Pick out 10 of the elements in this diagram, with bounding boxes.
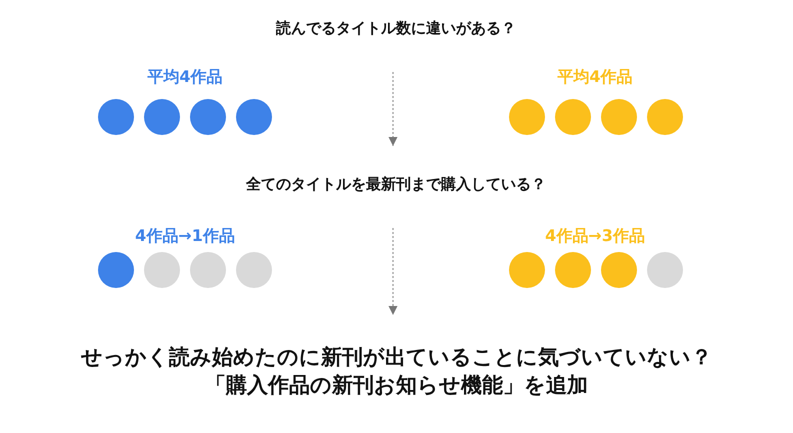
question-text: 読んでるタイトル数に違いがある？ bbox=[276, 18, 516, 38]
question-text: せっかく読み始めたのに新刊が出ていることに気づいていない？ bbox=[81, 344, 712, 371]
count-label: 平均4作品 bbox=[146, 67, 224, 88]
count-label: 4作品→1作品 bbox=[134, 226, 236, 247]
count-label: 平均4作品 bbox=[556, 67, 634, 88]
question-text: 全てのタイトルを最新刊まで購入している？ bbox=[246, 174, 546, 194]
arrow bbox=[388, 72, 398, 146]
arrow bbox=[388, 228, 398, 316]
count-label: 4作品→3作品 bbox=[544, 226, 646, 247]
question-text: 「購入作品の新刊お知らせ機能」を追加 bbox=[205, 372, 588, 400]
